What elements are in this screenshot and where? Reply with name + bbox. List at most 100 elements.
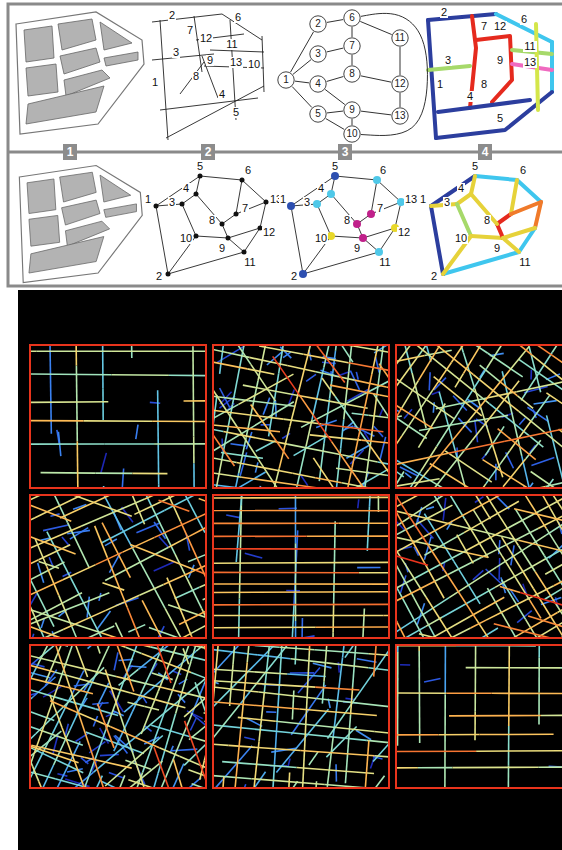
intersection-dot (166, 272, 171, 277)
intersection-dot (331, 172, 339, 180)
street-segment (226, 515, 241, 518)
street-segment (240, 691, 251, 705)
street-segment (341, 419, 344, 448)
street-segment (39, 562, 59, 569)
intersection-dot (359, 234, 367, 242)
street-segment (369, 654, 389, 659)
node-circle (310, 76, 326, 92)
callout-number: 3 (303, 197, 311, 208)
street-segment (111, 374, 169, 376)
street-segment (316, 626, 389, 628)
street-segment (274, 722, 277, 764)
street-segment (313, 458, 335, 488)
street-segment (259, 346, 303, 354)
street-segment (452, 766, 538, 768)
street-segment (287, 674, 326, 677)
street-segment (295, 621, 297, 638)
street-segment (470, 597, 504, 616)
street-segment (335, 764, 337, 781)
street-link (331, 236, 363, 238)
street-segment (158, 645, 178, 691)
street-lines (160, 98, 258, 110)
street-segment (552, 355, 562, 386)
street-segment (503, 459, 526, 487)
street-segment (426, 353, 476, 393)
graph-edge (327, 48, 343, 52)
node-label: 1 (67, 145, 74, 159)
street-segment (132, 473, 167, 475)
street-segment (268, 645, 274, 655)
street-network-tile (213, 495, 389, 638)
street-segment (154, 747, 175, 788)
street-segment (379, 364, 389, 413)
street-segment (191, 737, 206, 742)
street-segment (306, 419, 312, 446)
street-segment (502, 537, 523, 571)
colored-streets (550, 42, 554, 92)
callout-number: 9 (218, 243, 226, 254)
street-segment (193, 436, 195, 463)
street-segment (263, 398, 270, 415)
node-circle (392, 30, 408, 46)
graph-node-circle: 11 (391, 29, 409, 47)
node-circle (344, 10, 360, 26)
street-segment (313, 415, 331, 441)
callout-number: 3 (168, 197, 176, 208)
street-segment (116, 775, 125, 788)
street-segment (213, 572, 359, 574)
street-segment (128, 702, 145, 706)
street-segment (367, 740, 389, 748)
street-segment (170, 351, 206, 353)
street-segment (365, 374, 372, 406)
intersection-dot (226, 236, 231, 241)
street-segment (417, 617, 470, 638)
street-segment (213, 627, 316, 629)
street-segment (560, 667, 562, 669)
street-segment (514, 509, 562, 525)
street-segment (192, 347, 194, 437)
street-segment (228, 345, 251, 364)
street-segment (30, 665, 38, 691)
street-link (335, 176, 377, 180)
street-segment (371, 776, 384, 788)
street-segment (155, 509, 206, 537)
street-segment (30, 401, 108, 403)
street-segment (500, 382, 518, 396)
street-graph (431, 176, 541, 274)
street-segment (530, 600, 541, 618)
callout-number: 7 (241, 203, 249, 214)
street-segment (314, 650, 368, 654)
street-segment (444, 694, 446, 788)
city-blocks (58, 19, 96, 50)
city-blocks (16, 12, 144, 134)
street-segment (128, 780, 153, 788)
street-segment (75, 345, 77, 366)
graph-node-circle: 7 (343, 37, 361, 55)
street-segment (95, 709, 118, 716)
street-segment (322, 378, 335, 396)
node-label: 13 (394, 111, 405, 121)
street-segment (30, 529, 76, 554)
street-segment (290, 604, 294, 638)
street-segment (105, 443, 154, 445)
street-segment (310, 435, 362, 440)
street-segment (169, 374, 206, 376)
street-segment (551, 495, 562, 506)
graph-edge (326, 119, 344, 130)
street-segment (531, 471, 562, 488)
street-network-tile (213, 345, 389, 488)
street-segment (561, 345, 562, 392)
step-number-box: 3 (338, 144, 353, 160)
street-segment (102, 738, 144, 753)
street-segment (356, 477, 389, 488)
street-lines (210, 50, 264, 52)
street-segment (559, 429, 562, 458)
street-segment (322, 424, 384, 432)
street-graph (154, 174, 269, 277)
street-segment (228, 353, 249, 358)
callout-number: 12 (199, 33, 213, 44)
street-segment (551, 509, 562, 549)
colored-streets (476, 36, 512, 102)
street-link (511, 180, 517, 214)
